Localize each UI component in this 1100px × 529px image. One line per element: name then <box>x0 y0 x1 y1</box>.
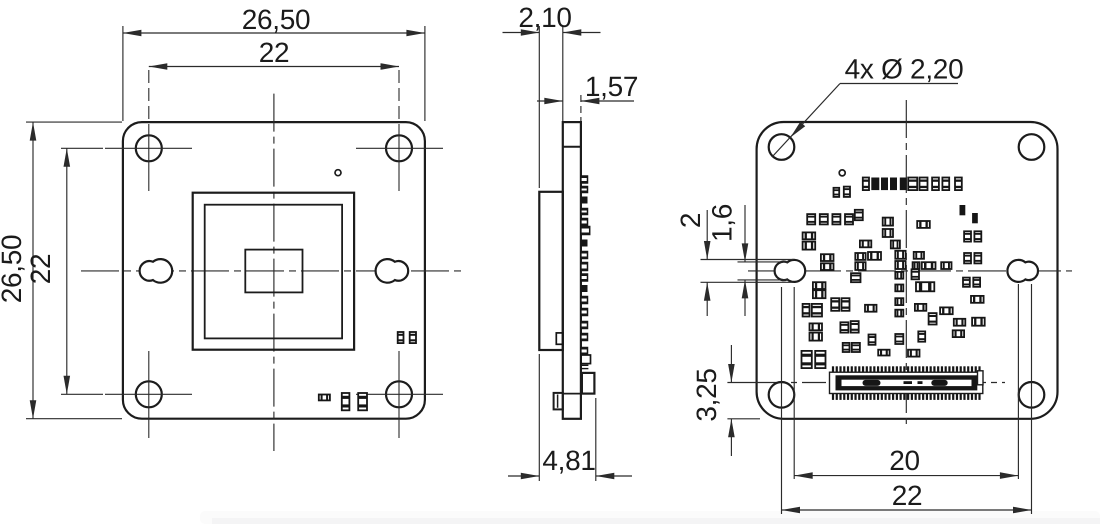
svg-text:4,81: 4,81 <box>542 445 595 476</box>
svg-text:20: 20 <box>889 445 920 476</box>
svg-text:2: 2 <box>675 213 706 228</box>
svg-text:4x Ø 2,20: 4x Ø 2,20 <box>845 54 964 85</box>
svg-text:26,50: 26,50 <box>242 4 311 35</box>
svg-text:22: 22 <box>892 480 923 511</box>
svg-text:22: 22 <box>259 37 290 68</box>
svg-text:1,6: 1,6 <box>707 204 738 242</box>
svg-text:26,50: 26,50 <box>0 235 27 304</box>
svg-text:2,10: 2,10 <box>518 2 571 33</box>
svg-text:3,25: 3,25 <box>691 368 722 421</box>
svg-text:1,57: 1,57 <box>585 71 638 102</box>
svg-text:22: 22 <box>25 254 56 285</box>
